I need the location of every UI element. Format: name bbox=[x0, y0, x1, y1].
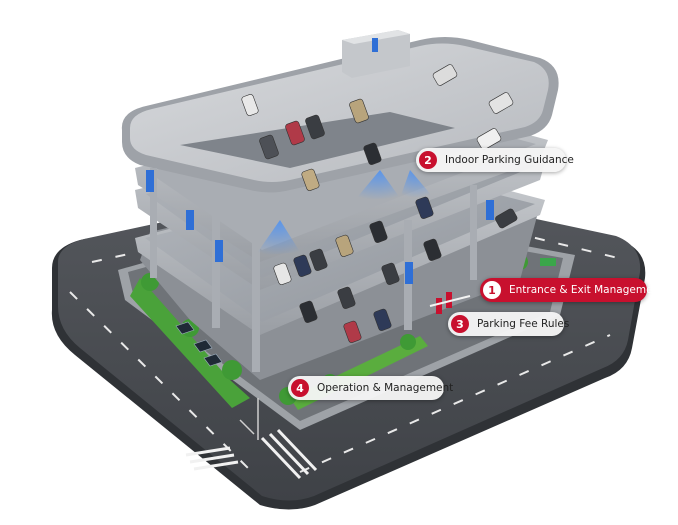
hotspot-number: 2 bbox=[419, 151, 437, 169]
crosswalks bbox=[185, 428, 318, 480]
hotspot-label: Entrance & Exit Management bbox=[509, 284, 664, 296]
solar-panels bbox=[175, 321, 223, 367]
hotspot-indoor-parking-guidance[interactable]: 2 Indoor Parking Guidance bbox=[416, 148, 574, 172]
hotspot-label: Indoor Parking Guidance bbox=[445, 154, 574, 166]
parked-cars bbox=[241, 64, 518, 343]
hotspot-parking-fee-rules[interactable]: 3 Parking Fee Rules bbox=[448, 312, 569, 336]
hotspot-label: Parking Fee Rules bbox=[477, 318, 570, 330]
streetlights bbox=[239, 398, 259, 440]
hotspot-number: 3 bbox=[451, 315, 469, 333]
hotspot-label: Operation & Management bbox=[317, 382, 454, 394]
hotspot-number: 1 bbox=[483, 281, 501, 299]
hotspot-entrance-exit-management[interactable]: 1 Entrance & Exit Management bbox=[480, 278, 663, 302]
hotspot-number: 4 bbox=[291, 379, 309, 397]
parking-building bbox=[121, 30, 559, 380]
entrance-gate bbox=[429, 258, 556, 314]
hotspot-operation-management[interactable]: 4 Operation & Management bbox=[288, 376, 453, 400]
